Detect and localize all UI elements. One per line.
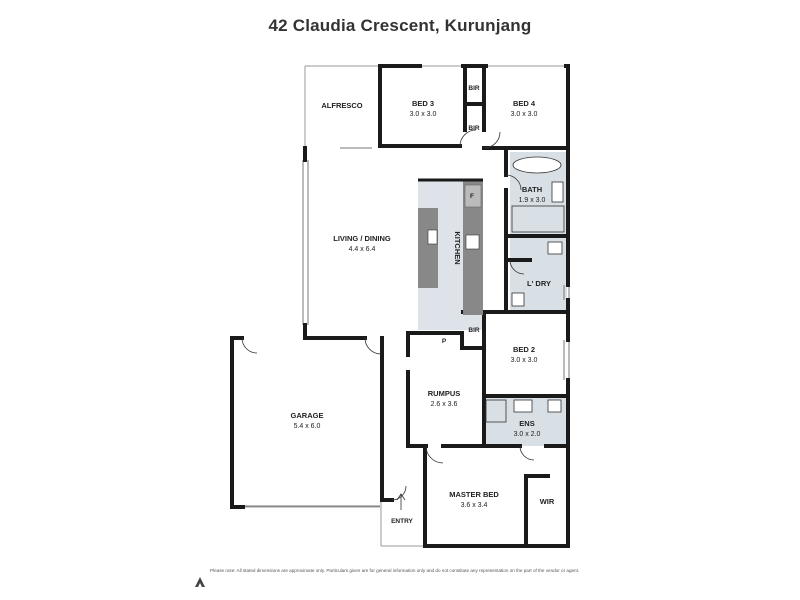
room-bir1: BIR: [468, 85, 480, 92]
room-pantry: P: [442, 338, 447, 345]
room-bed3-name: BED 3: [412, 99, 434, 108]
thin-lines: [243, 65, 566, 547]
room-bath-name: BATH: [522, 185, 542, 194]
room-alfresco: ALFRESCO: [321, 101, 362, 110]
room-master-dims: 3.6 x 3.4: [461, 502, 488, 509]
room-bed4-name: BED 4: [513, 99, 536, 108]
bathtub: [512, 156, 562, 174]
room-garage-name: GARAGE: [291, 411, 324, 420]
room-living-name: LIVING / DINING: [333, 234, 391, 243]
room-entry: ENTRY: [391, 518, 413, 525]
room-ens-dims: 3.0 x 2.0: [514, 431, 541, 438]
room-master-name: MASTER BED: [449, 490, 499, 499]
room-wir: WIR: [540, 497, 555, 506]
room-fridge: F: [470, 193, 474, 200]
room-bir3: BIR: [468, 327, 480, 334]
room-laundry: L' DRY: [527, 279, 551, 288]
kitchen-benches: [418, 178, 483, 315]
room-bed2-name: BED 2: [513, 345, 535, 354]
room-ens-name: ENS: [519, 419, 534, 428]
room-bed2-dims: 3.0 x 3.0: [511, 357, 538, 364]
disclaimer-text: Please note: All stated dimensions are a…: [210, 568, 580, 573]
room-garage-dims: 5.4 x 6.0: [294, 423, 321, 430]
entry-arrow-icon: [396, 493, 406, 510]
room-rumpus-dims: 2.6 x 3.6: [431, 401, 458, 408]
room-rumpus-name: RUMPUS: [428, 389, 461, 398]
room-bed3-dims: 3.0 x 3.0: [410, 111, 437, 118]
room-bir2: BIR: [468, 125, 480, 132]
room-bed4-dims: 3.0 x 3.0: [511, 111, 538, 118]
room-kitchen: KITCHEN: [453, 231, 462, 264]
windows: [245, 147, 570, 507]
brand-logo-icon: [195, 577, 205, 587]
room-living-dims: 4.4 x 6.4: [349, 246, 376, 253]
plan-title: 42 Claudia Crescent, Kurunjang: [268, 16, 532, 35]
fixtures: [485, 156, 565, 423]
room-bath-dims: 1.9 x 3.0: [519, 197, 546, 204]
